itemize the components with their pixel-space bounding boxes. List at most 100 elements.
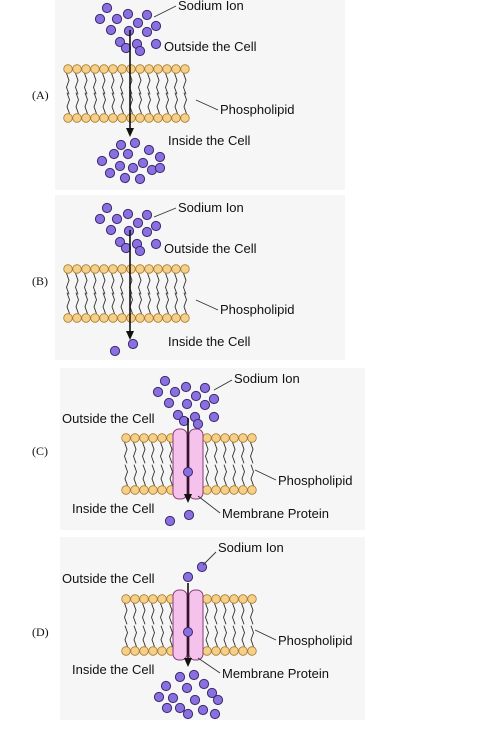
panel-c-membrane-lipid-tail <box>124 442 128 464</box>
panel-c-membrane-lipid-tail <box>169 464 173 486</box>
panel-a-outside-label: Outside the Cell <box>164 39 257 54</box>
panel-d-membrane-lipid-tail <box>133 603 137 625</box>
panel-a-membrane-lipid-head <box>72 64 82 74</box>
panel-b-membrane-lipid-tail <box>93 273 97 295</box>
panel-d: (D) Sodium Ion Outside the Cell Phosphol… <box>32 537 365 720</box>
panel-c-membrane-lipid-head <box>202 433 212 443</box>
panel-c-membrane-lipid-tail <box>205 442 209 464</box>
sodium-ion <box>150 20 162 32</box>
sodium-ion <box>150 38 162 50</box>
sodium-ion <box>123 225 135 237</box>
panel-a-membrane-lipid-head <box>171 64 181 74</box>
panel-c-sodium-ion-label: Sodium Ion <box>234 371 300 386</box>
panel-b-ion-leader <box>153 207 177 218</box>
panel-c-arrowhead <box>184 494 192 503</box>
panel-d-membrane-lipid-tail <box>250 603 254 625</box>
panel-b-membrane-lipid-head <box>63 313 73 323</box>
panel-d-membrane-lipid-tail <box>124 625 128 647</box>
sodium-ion <box>172 409 184 421</box>
sodium-ion <box>150 220 162 232</box>
sodium-ion <box>208 411 220 423</box>
sodium-ion <box>115 139 127 151</box>
panel-d-membrane-lipid-tail <box>124 603 128 625</box>
sodium-ion <box>182 708 194 720</box>
panel-a-membrane-lipid-tail <box>183 73 187 95</box>
sodium-ion <box>105 24 117 36</box>
panel-d-ions-inside <box>153 669 224 720</box>
panel-d-membrane-lipid-head <box>202 646 212 656</box>
panel-d-phospholipid-leader <box>254 629 277 641</box>
sodium-ion <box>101 202 113 214</box>
panel-b-ions-inside <box>109 338 139 357</box>
panel-d-membrane-lipid-tail <box>214 603 218 625</box>
sodium-ion <box>199 399 211 411</box>
panel-a-membrane-lipid-tail <box>102 92 106 114</box>
panel-b-membrane-lipid-tail <box>156 292 160 314</box>
panel-a-membrane-lipid-head <box>108 64 118 74</box>
panel-b-membrane-lipid-head <box>63 264 73 274</box>
panel-c-ions-inside <box>164 509 195 527</box>
panel-c-membrane-lipid-tail <box>124 464 128 486</box>
panel-a-membrane-lipid-head <box>126 64 136 74</box>
panel-d-arrowhead <box>184 658 192 667</box>
panel-a-membrane-lipid-tail <box>66 92 70 114</box>
panel-c-membrane-lipid-tail <box>160 464 164 486</box>
sodium-ion <box>190 390 202 402</box>
panel-a-membrane-lipid-tail <box>120 92 124 114</box>
panel-a: (A) Sodium Ion Outside the Cell Phosphol… <box>32 0 345 190</box>
sodium-ion <box>119 172 131 184</box>
panel-a-membrane-lipid-tail <box>165 92 169 114</box>
sodium-ion <box>114 236 126 248</box>
panel-a-phospholipid-label: Phospholipid <box>220 102 294 117</box>
panel-a-membrane-lipid-tail <box>165 73 169 95</box>
panel-d-membrane-lipid-head <box>211 646 221 656</box>
sodium-ion <box>212 694 224 706</box>
sodium-ion <box>101 2 113 14</box>
panel-a-membrane-lipid-head <box>180 64 190 74</box>
panel-c-membrane-protein-label: Membrane Protein <box>222 506 329 521</box>
sodium-ion <box>94 13 106 25</box>
sodium-ion <box>160 680 172 692</box>
panel-d-sodium-ion-label: Sodium Ion <box>218 540 284 555</box>
sodium-ion <box>208 393 220 405</box>
panel-b-membrane-lipid-head <box>135 264 145 274</box>
panel-c-inside-label: Inside the Cell <box>72 501 154 516</box>
panel-b-membrane-lipid-head <box>72 313 82 323</box>
panel-b-membrane-lipid-tail <box>129 292 133 314</box>
panel-b-membrane-lipid-head <box>117 313 127 323</box>
panel-b-membrane-lipid-head <box>180 264 190 274</box>
panel-a-membrane-lipid-tail <box>156 92 160 114</box>
panel-b-membrane-lipid-head <box>126 264 136 274</box>
panel-b-membrane-lipid-head <box>108 264 118 274</box>
panel-d-membrane-lipid-head <box>229 646 239 656</box>
panel-a-membrane-lipid-tail <box>75 73 79 95</box>
panel-d-membrane-lipid-head <box>247 594 257 604</box>
sodium-ion <box>105 224 117 236</box>
panel-a-membrane-lipid-head <box>72 113 82 123</box>
panel-a-membrane-lipid-tail <box>147 73 151 95</box>
panel-c-membrane-protein-subunit <box>188 428 204 500</box>
panel-c-membrane-lipid-tail <box>250 442 254 464</box>
sodium-ion <box>180 381 192 393</box>
panel-d-membrane-lipid-head <box>130 594 140 604</box>
panel-b-membrane-lipid-head <box>126 313 136 323</box>
panel-b-inside-label: Inside the Cell <box>168 334 250 349</box>
panel-b-membrane-lipid-tail <box>84 273 88 295</box>
panel-c-membrane-protein-subunit <box>172 428 188 500</box>
panel-b-membrane-lipid-tail <box>174 292 178 314</box>
panel-a-membrane-lipid-tail <box>93 73 97 95</box>
panel-c-membrane-lipid-tail <box>232 442 236 464</box>
panel-d-outside-label: Outside the Cell <box>62 571 155 586</box>
sodium-ion <box>209 708 221 720</box>
panel-c-membrane-lipid-tail <box>151 442 155 464</box>
panel-d-membrane-lipid-tail <box>205 603 209 625</box>
panel-a-membrane-lipid-head <box>171 113 181 123</box>
panel-a-membrane-lipid-head <box>81 113 91 123</box>
sodium-ion <box>141 9 153 21</box>
panel-d-membrane-lipid-head <box>139 646 149 656</box>
panel-a-sodium-ion-label: Sodium Ion <box>178 0 244 13</box>
panel-c-membrane-lipid-head <box>139 433 149 443</box>
panel-c-membrane-lipid-tail <box>250 464 254 486</box>
panel-b-membrane-lipid-head <box>144 313 154 323</box>
